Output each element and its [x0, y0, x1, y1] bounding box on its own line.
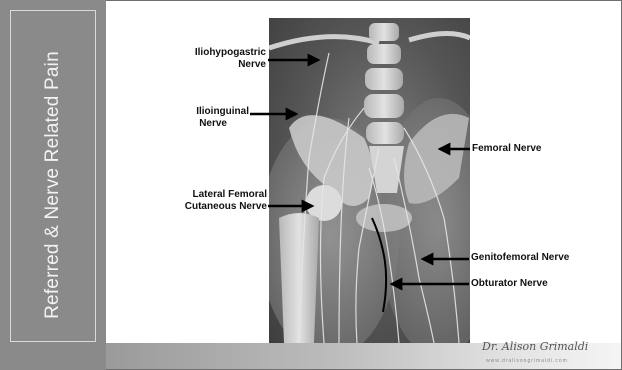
author-logo: Dr. Alison Grimaldi www.dralisongrimaldi…: [482, 340, 602, 368]
logo-signature: Dr. Alison Grimaldi: [482, 340, 588, 353]
obturator-curve: [372, 218, 386, 312]
logo-url: www.dralisongrimaldi.com: [486, 358, 568, 364]
